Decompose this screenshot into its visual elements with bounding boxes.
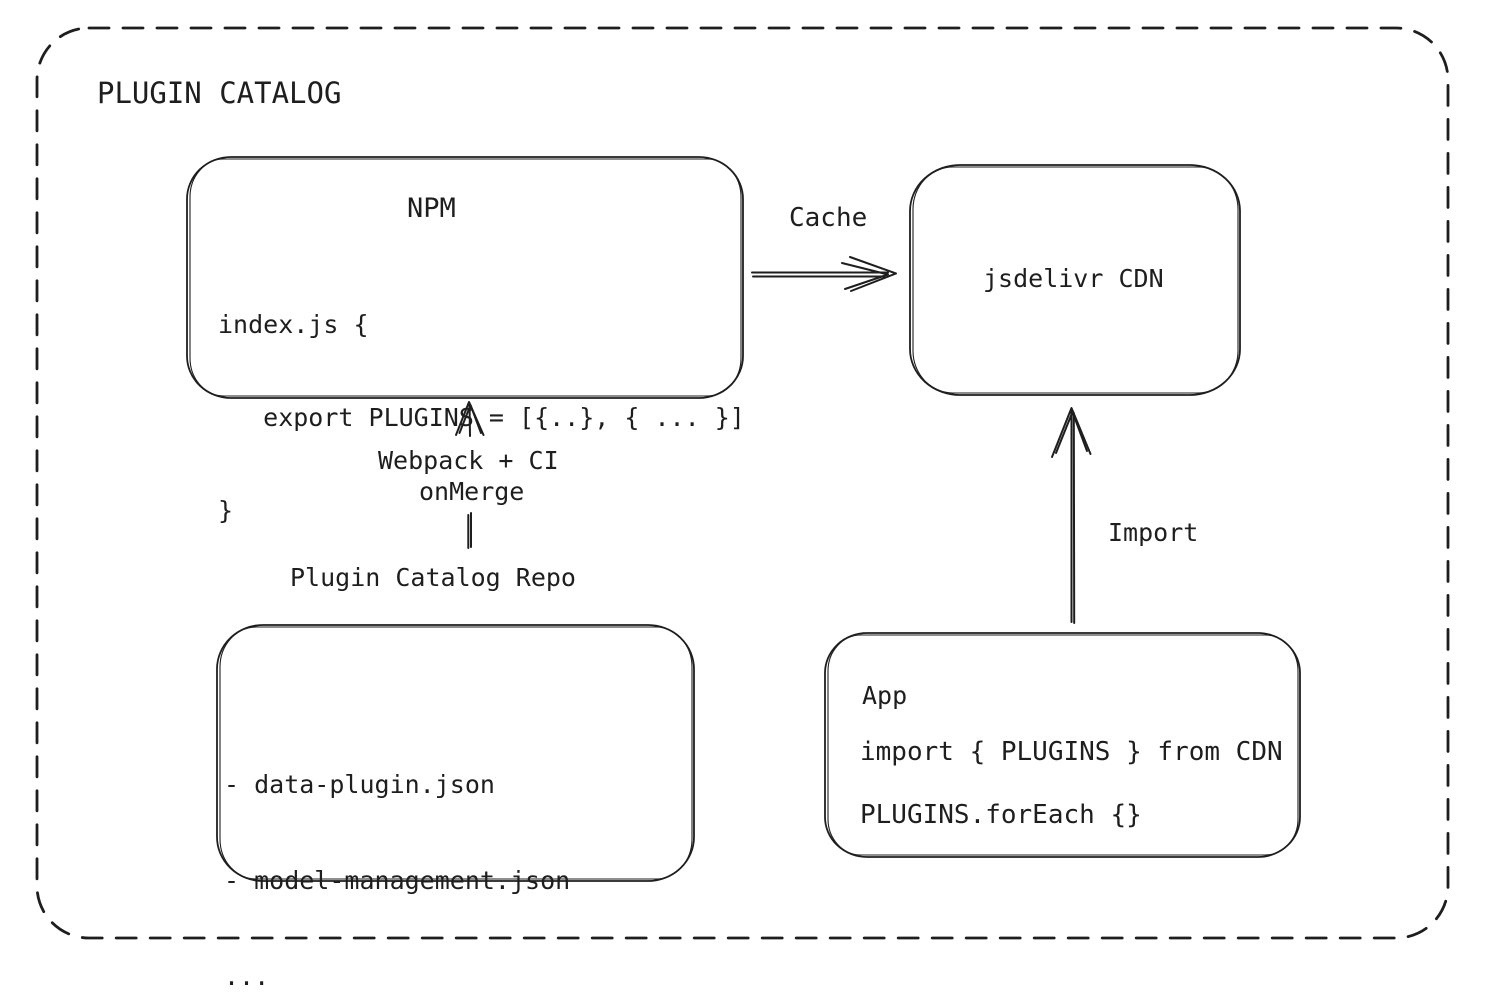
app-box-outline: [824, 632, 1301, 858]
build-arrow: [455, 401, 485, 549]
npm-code-line: index.js {: [218, 310, 369, 339]
cache-arrow-label: Cache: [789, 203, 868, 233]
npm-code-line: export PLUGINS = [{..}, { ... }]: [218, 403, 745, 432]
cache-arrow: [751, 256, 897, 292]
repo-file-item: ...: [224, 962, 270, 991]
catalog-boundary-outline: [35, 26, 1450, 940]
repo-file-list: - data-plugin.json - model-management.js…: [224, 705, 570, 1002]
app-code-line: import { PLUGINS } from CDN: [860, 737, 1283, 767]
import-arrow-label: Import: [1108, 518, 1199, 547]
cdn-box-outline: [909, 164, 1241, 396]
import-arrow: [1051, 407, 1092, 624]
npm-box-outline: [186, 156, 744, 399]
repo-file-item: - data-plugin.json: [224, 770, 495, 799]
cdn-box-label: jsdelivr CDN: [983, 264, 1164, 293]
app-box-title: App: [862, 681, 908, 710]
app-code-line: PLUGINS.forEach {}: [860, 800, 1142, 830]
repo-box-label: Plugin Catalog Repo: [290, 563, 576, 592]
npm-code-line: }: [218, 496, 234, 525]
build-arrow-label-line1: Webpack + CI: [378, 446, 559, 475]
repo-file-item: - model-management.json: [224, 866, 571, 895]
npm-code-block: index.js { export PLUGINS = [{..}, { ...…: [218, 247, 745, 588]
build-arrow-label-line2: onMerge: [419, 477, 525, 506]
repo-box-outline: [216, 624, 695, 882]
npm-box-title: NPM: [407, 193, 456, 224]
diagram-title: PLUGIN CATALOG: [97, 76, 342, 110]
